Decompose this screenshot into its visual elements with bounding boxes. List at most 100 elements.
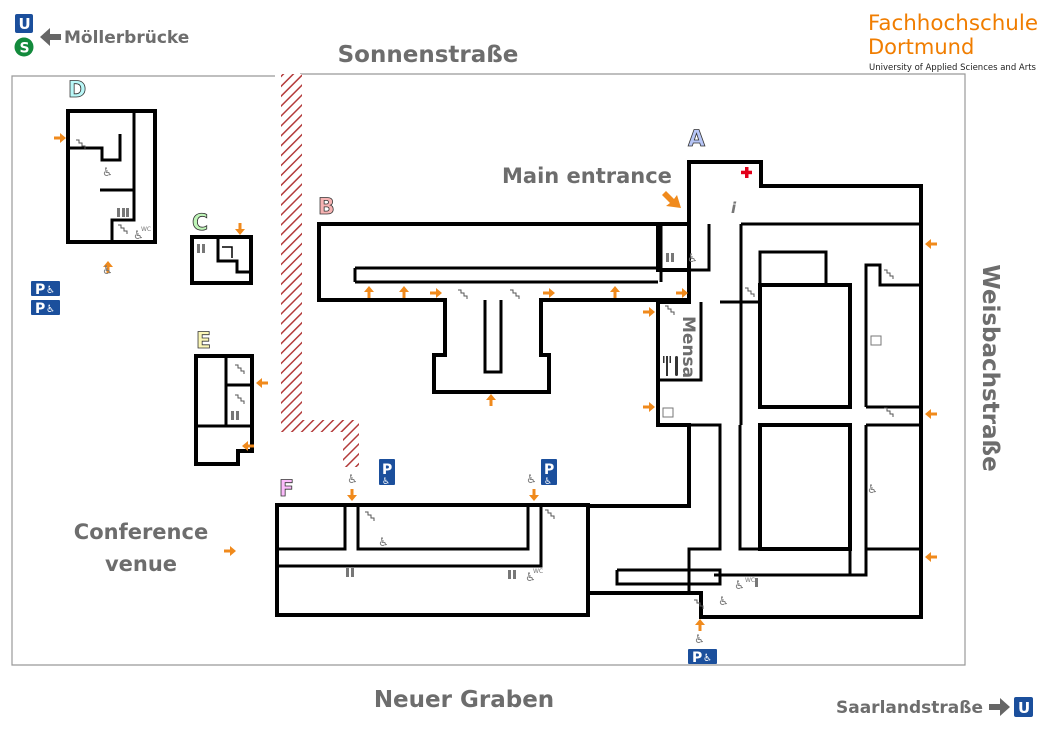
entrance-arrow-icon xyxy=(925,552,937,562)
d-wall-2 xyxy=(110,111,136,242)
a-wall-11 xyxy=(738,425,760,551)
entrance-arrow-icon xyxy=(543,288,555,298)
elevator-icon xyxy=(662,335,882,418)
u-bahn-label: U xyxy=(19,15,31,33)
svg-text:P: P xyxy=(692,650,702,666)
entrance-arrow-icon xyxy=(695,619,705,631)
building-label-d: D xyxy=(68,78,86,103)
facility-icons: ♿ ♿ ♿ ♿ ♿ ♿ ♿ ♿ ♿ ♿ ♿ ♿ WC WC WC i xyxy=(102,165,882,646)
parking-sign: P ♿ xyxy=(379,459,395,487)
u-bahn-icon xyxy=(1014,697,1033,717)
logo-line1: Fachhochschule xyxy=(868,11,1038,35)
wheelchair-icon: ♿ xyxy=(133,228,144,242)
entrance-arrow-icon xyxy=(103,261,113,273)
wheelchair-icon: ♿ xyxy=(694,632,705,646)
transit-east-stop: Saarlandstraße xyxy=(836,698,983,718)
svg-text:P: P xyxy=(35,301,45,317)
parking-sign: P ♿ xyxy=(31,281,60,298)
a-wall-3 xyxy=(689,224,711,272)
entrance-arrow-icon xyxy=(643,402,655,412)
u-bahn-label: U xyxy=(1018,699,1030,717)
svg-text:P: P xyxy=(544,462,554,478)
svg-text:♿: ♿ xyxy=(46,304,55,315)
c-wall-1 xyxy=(216,237,251,274)
mensa-label: Mensa xyxy=(678,316,698,378)
entrance-arrow-icon xyxy=(676,288,688,298)
building-c xyxy=(190,235,253,285)
parking-sign: P ♿ xyxy=(541,459,557,487)
fh-dortmund-logo: Fachhochschule Dortmund University of Ap… xyxy=(868,11,1038,73)
building-a-courtyard-north xyxy=(758,283,852,409)
a-wall-4 xyxy=(758,250,828,285)
main-entrance-label: Main entrance xyxy=(502,164,672,188)
parking-sign: P ♿ xyxy=(31,300,60,317)
entrance-arrow-icon xyxy=(364,286,374,298)
entrance-arrows xyxy=(54,133,937,631)
entrance-arrow-icon xyxy=(256,378,268,388)
building-label-f: F xyxy=(279,477,294,502)
svg-text:P: P xyxy=(382,462,392,478)
wc-icon: WC xyxy=(141,226,151,233)
wheelchair-icon: ♿ xyxy=(867,482,878,496)
building-a xyxy=(586,160,923,619)
first-aid-icon xyxy=(741,167,752,178)
a-wall-10 xyxy=(687,423,722,593)
entrance-arrow-icon xyxy=(347,489,357,501)
entrance-arrow-icon xyxy=(399,286,409,298)
a-wall-13 xyxy=(714,549,852,577)
d-wall-1 xyxy=(68,134,122,162)
wheelchair-icon: ♿ xyxy=(347,472,358,486)
wheelchair-icon: ♿ xyxy=(102,263,113,277)
entrance-arrow-icon xyxy=(529,489,539,501)
entrance-arrow-icon xyxy=(925,239,937,249)
s-bahn-label: S xyxy=(20,41,30,57)
building-label-c: C xyxy=(192,211,208,236)
a-wall-12 xyxy=(615,568,722,586)
building-b xyxy=(317,222,691,394)
toilet-icon xyxy=(117,208,758,587)
conference-label-line1: Conference xyxy=(74,520,208,544)
logo-line2: Dortmund xyxy=(868,35,974,59)
svg-text:♿: ♿ xyxy=(382,477,390,487)
a-wall-14 xyxy=(850,549,868,577)
entrance-arrow-icon xyxy=(54,133,66,143)
street-east: Weisbachstraße xyxy=(977,264,1003,471)
building-a-courtyard-south xyxy=(758,423,852,551)
building-label-a: A xyxy=(688,127,705,152)
wc-icon: WC xyxy=(745,577,755,584)
conference-label-line2: venue xyxy=(105,552,177,576)
s-bahn-icon xyxy=(14,37,34,57)
arrow-right-icon xyxy=(989,698,1010,716)
entrance-arrow-icon xyxy=(486,394,496,406)
building-label-e: E xyxy=(196,329,211,354)
svg-text:P: P xyxy=(35,282,45,298)
building-label-b: B xyxy=(318,195,335,220)
b-wall-5 xyxy=(483,300,503,374)
wc-icon: WC xyxy=(533,568,543,575)
campus-boundary xyxy=(11,73,966,666)
wheelchair-icon: ♿ xyxy=(734,578,745,592)
wheelchair-icon: ♿ xyxy=(378,535,389,549)
e-wall-2 xyxy=(224,356,252,428)
parking-signs: P ♿ P ♿ P ♿ P ♿ P ♿ xyxy=(31,281,717,666)
transit-west-stop: Möllerbrücke xyxy=(64,28,189,48)
building-d xyxy=(66,109,157,244)
entrance-arrow-icon xyxy=(610,286,620,298)
entrance-arrow-icon xyxy=(925,409,937,419)
entrance-arrow-icon xyxy=(235,223,245,235)
transit-west: U S Möllerbrücke xyxy=(14,14,189,57)
f-wall-3 xyxy=(356,505,530,551)
a-wall-9 xyxy=(658,302,703,382)
wheelchair-icon: ♿ xyxy=(102,165,113,179)
c-stairs xyxy=(222,246,233,258)
svg-text:♿: ♿ xyxy=(544,477,552,487)
entrance-arrow-icon xyxy=(643,307,655,317)
svg-text:♿: ♿ xyxy=(46,285,55,296)
main-entrance-arrow-icon xyxy=(662,191,681,208)
street-north: Sonnenstraße xyxy=(338,42,519,68)
a-wall-5 xyxy=(864,263,921,407)
info-icon: i xyxy=(731,199,737,217)
wheelchair-icon: ♿ xyxy=(526,472,537,486)
entrance-arrow-icon xyxy=(242,441,254,451)
